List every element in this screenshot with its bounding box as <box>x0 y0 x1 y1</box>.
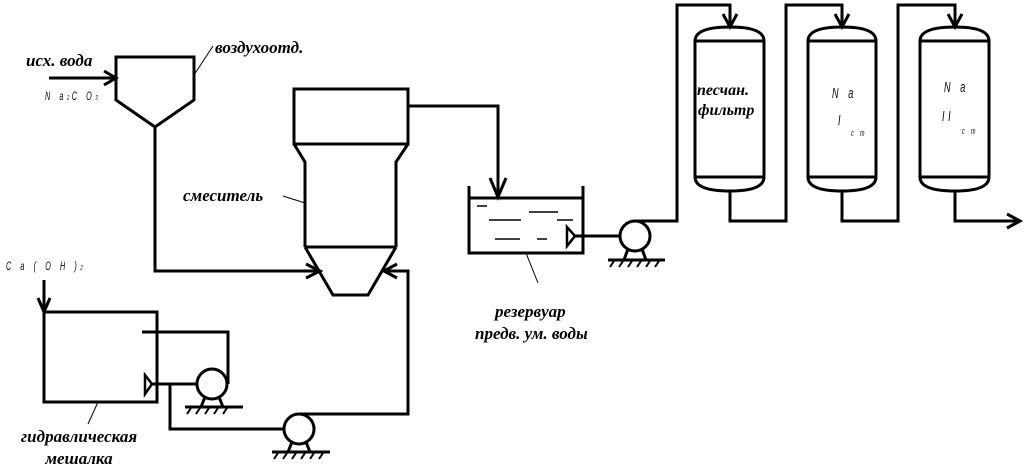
raw-water-label: исх. вода <box>26 51 93 70</box>
pump-lime-dosing <box>272 412 330 460</box>
na1-formula: N a <box>832 85 857 102</box>
soda-ash-label: N a2C O3 <box>45 90 100 102</box>
hydraulic-mixer-label-line2: мешалка <box>45 449 113 468</box>
sand-filter-label-line1: песчан. <box>697 82 749 99</box>
soda-ash-subscript-2: 2 <box>67 95 72 102</box>
na2-stage: II <box>942 108 955 125</box>
reservoir-leader <box>525 252 539 284</box>
na-cation-filter-2-column <box>918 25 991 193</box>
air-separator <box>114 55 196 129</box>
recirculation-loop <box>142 330 230 386</box>
air-separator-label: воздухоотд. <box>215 38 304 57</box>
mixer <box>292 87 410 297</box>
soda-ash-formula-main: N a <box>45 89 68 103</box>
na2-formula: N a <box>944 79 969 96</box>
reservoir-label-line2: предв. ум. воды <box>475 324 588 343</box>
soda-ash-subscript-3: 3 <box>95 95 101 102</box>
hydraulic-mixer-label-line1: гидравлическая <box>20 427 138 446</box>
na-cation-filter-1-column <box>806 25 878 193</box>
sand-filter-label-line2: фильтр <box>698 102 755 119</box>
raw-water-inlet-arrow <box>49 69 119 87</box>
reservoir-label-line1: резервуар <box>495 302 566 321</box>
na1-stage: I <box>838 112 845 129</box>
na2-stage-suffix: с т <box>962 126 978 136</box>
soda-ash-formula-co: C O <box>71 89 96 103</box>
softened-water-outlet-arrow <box>953 191 1024 230</box>
lime-inlet-arrow <box>36 280 52 316</box>
hydraulic-mixer <box>42 310 159 404</box>
na1-stage-suffix: с т <box>851 128 867 138</box>
hydraulic-mixer-leader <box>87 401 99 425</box>
pipe-mixer-to-reservoir <box>408 104 508 201</box>
mixer-leader <box>282 195 306 204</box>
pump-filter-feed <box>608 219 665 268</box>
lime-formula-main: C a ( O H ) <box>6 259 81 273</box>
pump-recirculation <box>185 367 243 415</box>
lime-label: C a ( O H )2 <box>6 260 85 272</box>
pipe-hydraulic-mixer-to-mixer <box>168 262 410 431</box>
air-separator-leader <box>193 45 214 76</box>
sand-filter-column <box>693 25 766 193</box>
mixer-label: смеситель <box>183 186 264 205</box>
reservoir <box>467 186 585 255</box>
lime-subscript-2: 2 <box>80 265 86 272</box>
